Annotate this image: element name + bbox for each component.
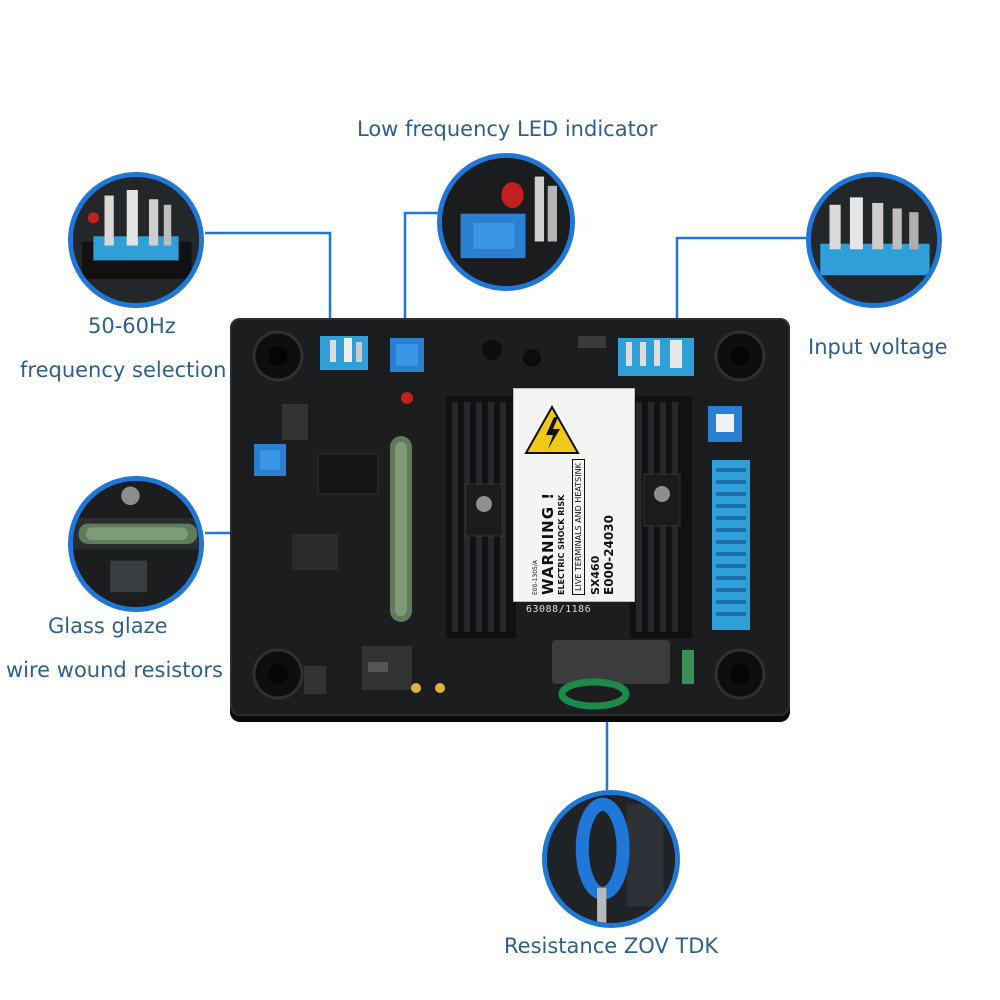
warning-top-code: E00-1305/A bbox=[532, 560, 539, 595]
callout-led-indicator bbox=[437, 153, 575, 291]
warning-label: E00-1305/A WARNING ! ELECTRIC SHOCK RISK… bbox=[513, 388, 635, 602]
warning-subtitle: ELECTRIC SHOCK RISK bbox=[557, 494, 566, 595]
label-frequency-line1: 50-60Hz bbox=[88, 314, 176, 338]
model-number: SX460 bbox=[589, 555, 602, 595]
label-input-voltage: Input voltage bbox=[808, 335, 948, 359]
heatsink-left bbox=[446, 396, 516, 638]
warning-title: WARNING ! bbox=[539, 491, 557, 595]
avr-board: E00-1305/A WARNING ! ELECTRIC SHOCK RISK… bbox=[230, 318, 790, 716]
board-components bbox=[252, 330, 766, 710]
warning-box-text: LIVE TERMINALS AND HEATSINK bbox=[572, 459, 585, 595]
high-voltage-warning-icon bbox=[524, 405, 580, 455]
callout-frequency-jumper bbox=[68, 172, 204, 308]
callout-zov-varistor bbox=[542, 790, 680, 928]
heatsink-right bbox=[630, 396, 692, 638]
label-resistor-line2: wire wound resistors bbox=[6, 658, 223, 682]
callout-input-terminals bbox=[806, 172, 942, 308]
label-resistor-line1: Glass glaze bbox=[48, 614, 168, 638]
label-low-frequency-led: Low frequency LED indicator bbox=[357, 117, 658, 141]
callout-glass-resistor bbox=[68, 476, 204, 612]
part-code: E000-24030 bbox=[602, 515, 616, 595]
serial-number: 63088/1186 bbox=[526, 604, 592, 615]
mounting-holes bbox=[252, 330, 766, 700]
label-zov: Resistance ZOV TDK bbox=[504, 934, 719, 958]
label-frequency-line2: frequency selection bbox=[20, 358, 227, 382]
